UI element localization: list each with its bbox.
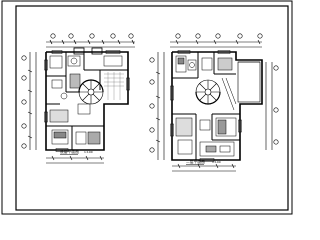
dimension-lines-bottom-right <box>172 163 236 172</box>
floor-plan-left <box>21 33 135 164</box>
drawing-sheet: 底层平面图 1:100 <box>1 0 293 215</box>
furniture-left <box>49 55 123 145</box>
plan-scale-right: 1:100 <box>212 160 221 164</box>
dimension-lines-bottom-left <box>46 155 104 164</box>
plan-scale-left: 1:100 <box>84 150 93 154</box>
dimension-lines-top-right <box>170 33 263 48</box>
furniture-right <box>175 55 237 157</box>
walls-right <box>171 51 263 161</box>
interior-walls-right <box>172 52 240 160</box>
plan-title-right-text: 二层平面图 <box>186 159 205 164</box>
dimension-lines-right-side <box>265 62 279 150</box>
cad-drawing-canvas: 底层平面图 1:100 <box>1 0 293 215</box>
windows-right <box>170 50 242 162</box>
walls-left <box>45 47 129 151</box>
interior-walls-left <box>46 52 128 150</box>
plan-title-right: 二层平面图 1:100 <box>186 159 221 165</box>
spiral-stair-right <box>195 79 221 105</box>
plan-title-left: 底层平面图 1:100 <box>60 149 93 155</box>
dimension-lines-side-right <box>149 52 165 160</box>
dimension-lines-side-left <box>21 52 37 150</box>
spiral-stair-left <box>78 79 104 105</box>
windows-left <box>44 50 130 152</box>
floor-plan-right <box>149 33 279 172</box>
plan-title-left-text: 底层平面图 <box>60 149 79 154</box>
sheet-outer-border <box>1 0 293 215</box>
dimension-lines-top-left <box>46 33 135 48</box>
railing-right <box>221 77 237 111</box>
balcony-right <box>237 61 261 103</box>
sheet-inner-border <box>15 5 289 211</box>
floor-tiles-left <box>104 72 124 100</box>
